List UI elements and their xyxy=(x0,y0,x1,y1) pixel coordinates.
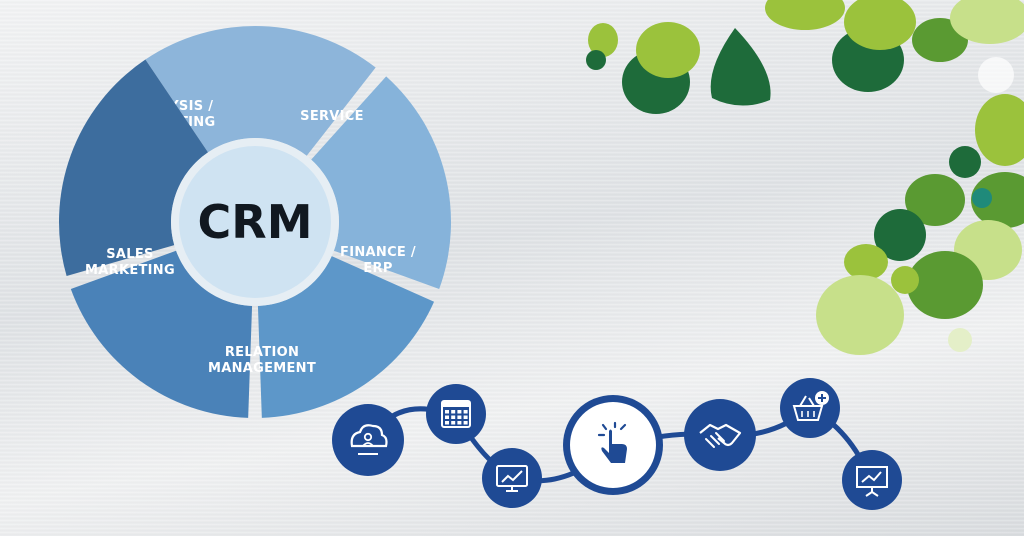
crm-wheel: ANALYSIS /REPORTINGSERVICEFINANCE /ERPRE… xyxy=(58,25,451,418)
leaf xyxy=(948,328,972,352)
leaf xyxy=(978,57,1014,93)
wheel-segment-relation xyxy=(70,250,253,418)
leaf xyxy=(950,0,1024,44)
leaf xyxy=(972,188,992,208)
segment-label-line: SALES xyxy=(106,247,153,262)
leaf xyxy=(586,50,606,70)
leaf xyxy=(971,172,1024,228)
segment-label-service: SERVICE xyxy=(300,109,364,124)
leaf xyxy=(907,251,983,319)
leaf xyxy=(636,22,700,78)
leaf xyxy=(975,94,1024,166)
center-label: CRM xyxy=(198,195,313,249)
segment-label-line: FINANCE / xyxy=(340,245,416,260)
leaf xyxy=(844,0,916,50)
process-chain xyxy=(332,378,902,510)
leaf xyxy=(588,23,618,57)
trend-monitor-icon xyxy=(496,465,528,492)
leaf xyxy=(891,266,919,294)
touch-icon xyxy=(597,421,627,463)
wheel-segment-finance xyxy=(257,256,435,418)
segment-label-line: ERP xyxy=(363,261,392,276)
presentation-chart-icon xyxy=(856,466,888,497)
process-node xyxy=(426,384,486,444)
calendar-icon xyxy=(441,400,471,428)
wheel-segment-service xyxy=(311,76,451,290)
segment-label-finance: FINANCE /ERP xyxy=(340,245,416,276)
process-node xyxy=(482,448,542,508)
handshake-icon xyxy=(699,423,742,448)
process-node xyxy=(684,399,756,471)
leaf xyxy=(765,0,845,30)
leaf xyxy=(949,146,981,178)
segment-label-line: SERVICE xyxy=(300,109,364,124)
process-node xyxy=(842,450,902,510)
wheel-segment-sales xyxy=(58,59,209,277)
leaf xyxy=(844,244,888,280)
center-circle xyxy=(179,146,331,298)
cloud-user-icon xyxy=(350,424,388,455)
process-node xyxy=(780,378,840,438)
process-node xyxy=(563,395,663,495)
segment-label-line: RELATION xyxy=(225,345,299,360)
leaf xyxy=(874,209,926,261)
wheel-segment-analysis xyxy=(145,25,376,156)
leaf xyxy=(816,275,904,355)
decorative-leaves xyxy=(586,0,1024,355)
segment-label-line: MARKETING xyxy=(85,263,175,278)
process-node xyxy=(332,404,404,476)
leaf xyxy=(710,28,771,106)
leaf xyxy=(905,174,965,226)
basket-add-icon xyxy=(792,391,829,421)
segment-label-line: MANAGEMENT xyxy=(208,361,316,376)
